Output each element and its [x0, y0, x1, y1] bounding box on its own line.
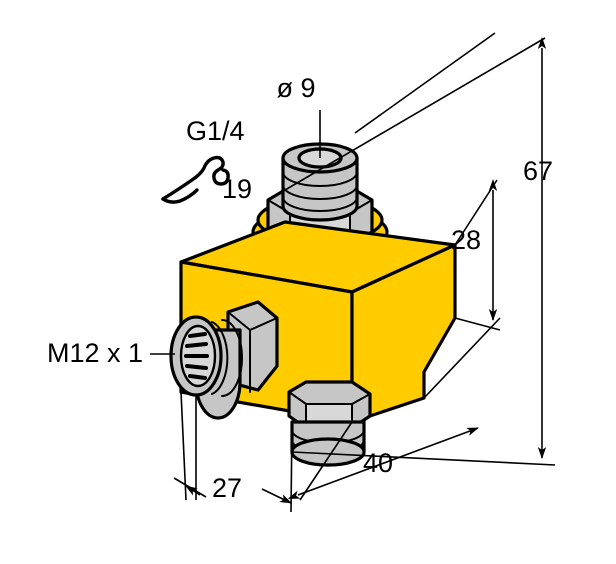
callout-value-connector: M12 x 1	[47, 338, 143, 368]
callout-wrench-size: 19	[161, 155, 252, 204]
dimension-body-width: 27	[173, 391, 293, 513]
dimension-body-depth: 40	[287, 317, 501, 501]
dimension-value-67: 67	[523, 156, 553, 186]
dimension-value-27: 27	[212, 473, 242, 503]
callout-value-bore: ø 9	[276, 73, 315, 103]
dimension-value-28: 28	[451, 225, 481, 255]
connector-pin-slots	[184, 332, 209, 380]
callout-bore-diameter: ø 9	[276, 32, 496, 158]
callout-connector-thread: M12 x 1	[47, 338, 197, 500]
dimension-body-height: 28	[423, 179, 501, 399]
wrench-icon	[161, 155, 230, 204]
dimension-overall-height: 67	[267, 37, 556, 466]
callout-value-wrench: 19	[222, 174, 252, 204]
callout-thread-size: G1/4	[186, 116, 245, 146]
dimension-value-40: 40	[363, 448, 393, 478]
callout-value-thread: G1/4	[186, 116, 245, 146]
m12-connector	[169, 300, 279, 420]
